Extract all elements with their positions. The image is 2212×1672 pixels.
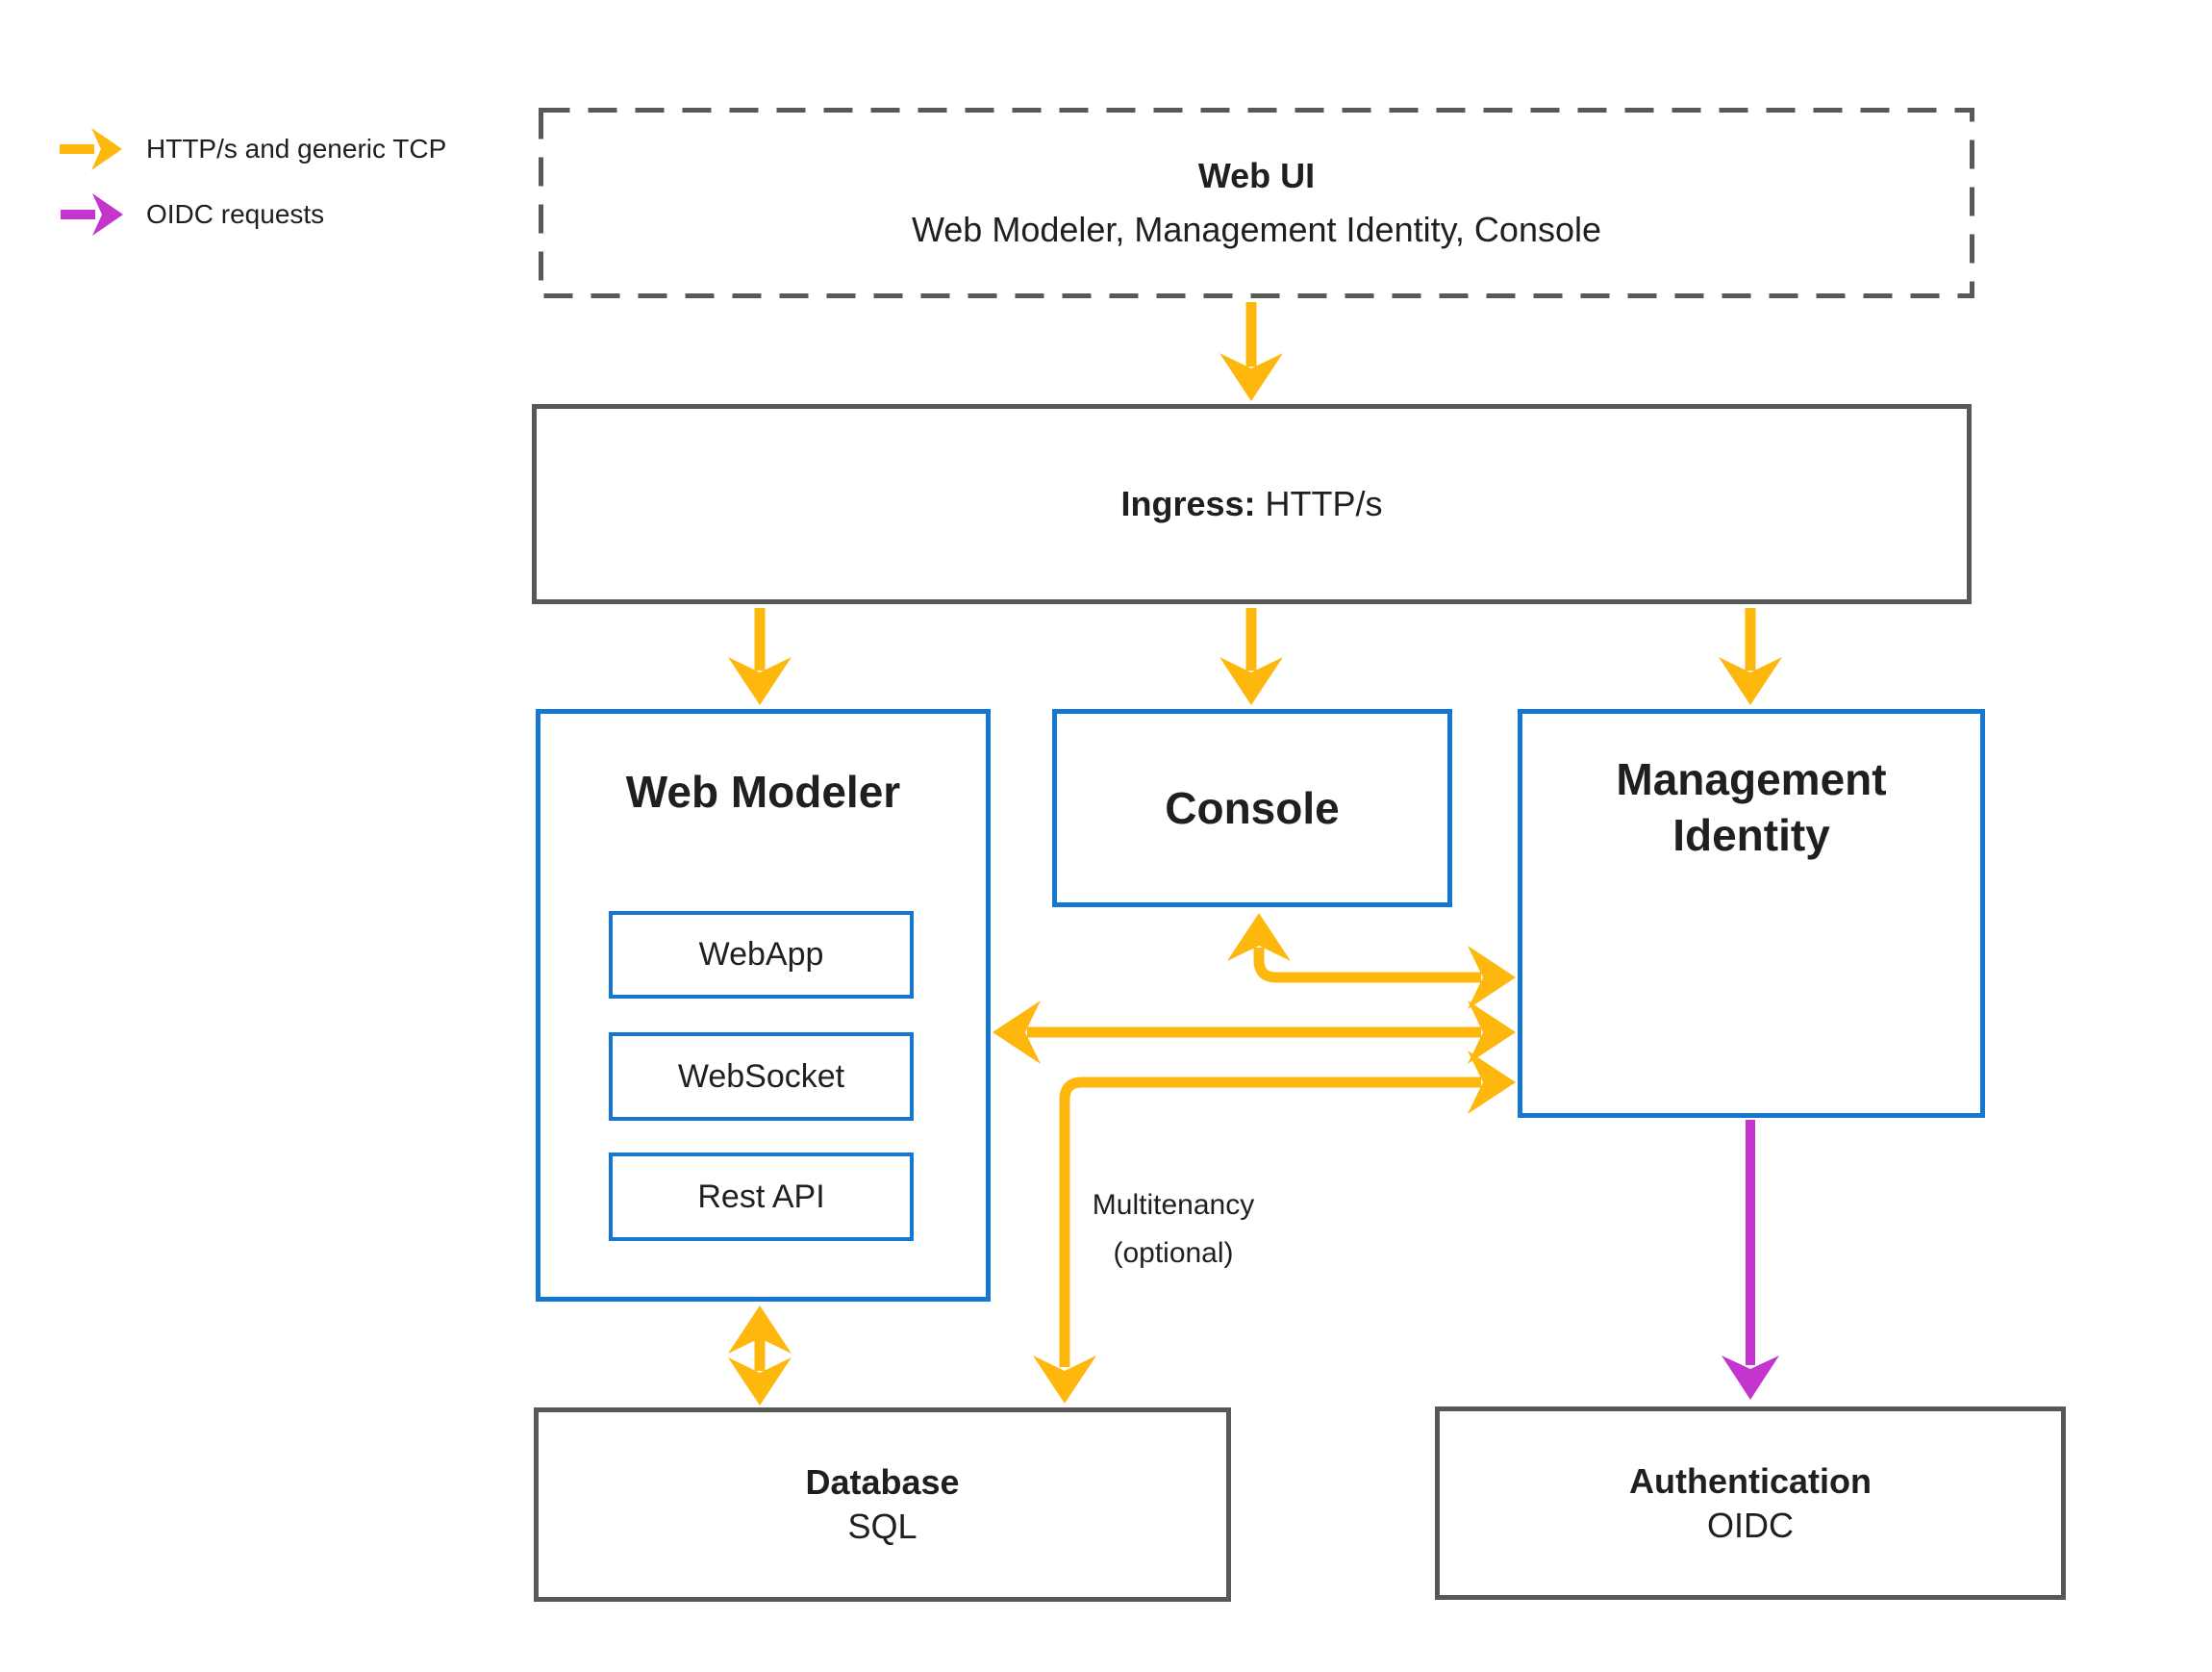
legend-item-oidc: OIDC requests — [146, 199, 325, 229]
management-identity-title-line1: Management — [1616, 754, 1887, 804]
arrow-ingress-to-web-modeler — [728, 608, 792, 705]
web-modeler-box: Web Modeler WebApp WebSocket Rest API — [536, 709, 991, 1302]
arrow-management-identity-to-authentication — [1722, 1120, 1779, 1400]
arrow-console-management-identity — [1227, 913, 1516, 1009]
legend-item-http-tcp: HTTP/s and generic TCP — [146, 134, 447, 164]
ingress-box: Ingress: HTTP/s — [532, 404, 1972, 604]
database-box: Database SQL — [534, 1407, 1231, 1602]
database-subtitle: SQL — [847, 1507, 917, 1546]
web-ui-box: Web UI Web Modeler, Management Identity,… — [539, 108, 1974, 298]
web-ui-dashed-box — [539, 108, 1974, 298]
arrow-ingress-to-management-identity — [1719, 608, 1782, 705]
arrow-ingress-to-console — [1219, 608, 1283, 705]
management-identity-box: Management Identity — [1518, 709, 1985, 1118]
authentication-title: Authentication — [1629, 1460, 1872, 1501]
arrow-web-modeler-database — [728, 1305, 792, 1406]
arrow-webui-to-ingress — [1219, 302, 1283, 401]
legend-oidc-arrow-icon — [61, 193, 123, 236]
console-box: Console — [1052, 709, 1452, 907]
management-identity-title-line2: Identity — [1672, 810, 1830, 860]
multitenancy-label: Multitenancy (optional) — [1053, 1181, 1294, 1278]
authentication-box: Authentication OIDC — [1435, 1406, 2066, 1600]
ingress-label-bold: Ingress: — [1120, 484, 1256, 523]
web-modeler-title: Web Modeler — [625, 767, 901, 817]
websocket-box: WebSocket — [609, 1032, 914, 1121]
multitenancy-label-line2: (optional) — [1113, 1237, 1234, 1269]
multitenancy-label-line1: Multitenancy — [1092, 1189, 1255, 1221]
webapp-box: WebApp — [609, 911, 914, 999]
legend-http-arrow-icon — [60, 128, 122, 170]
ingress-label-protocol: HTTP/s — [1265, 484, 1383, 523]
arrow-web-modeler-management-identity — [993, 1001, 1516, 1064]
authentication-subtitle: OIDC — [1707, 1505, 1794, 1545]
database-title: Database — [805, 1462, 960, 1502]
web-ui-title: Web UI — [1197, 156, 1316, 195]
arrow-multitenancy-database-management-identity — [1033, 1051, 1516, 1404]
web-ui-subtitle: Web Modeler, Management Identity, Consol… — [911, 210, 1602, 249]
management-identity-title: Management Identity — [1522, 751, 1980, 863]
rest-api-box: Rest API — [609, 1153, 914, 1241]
